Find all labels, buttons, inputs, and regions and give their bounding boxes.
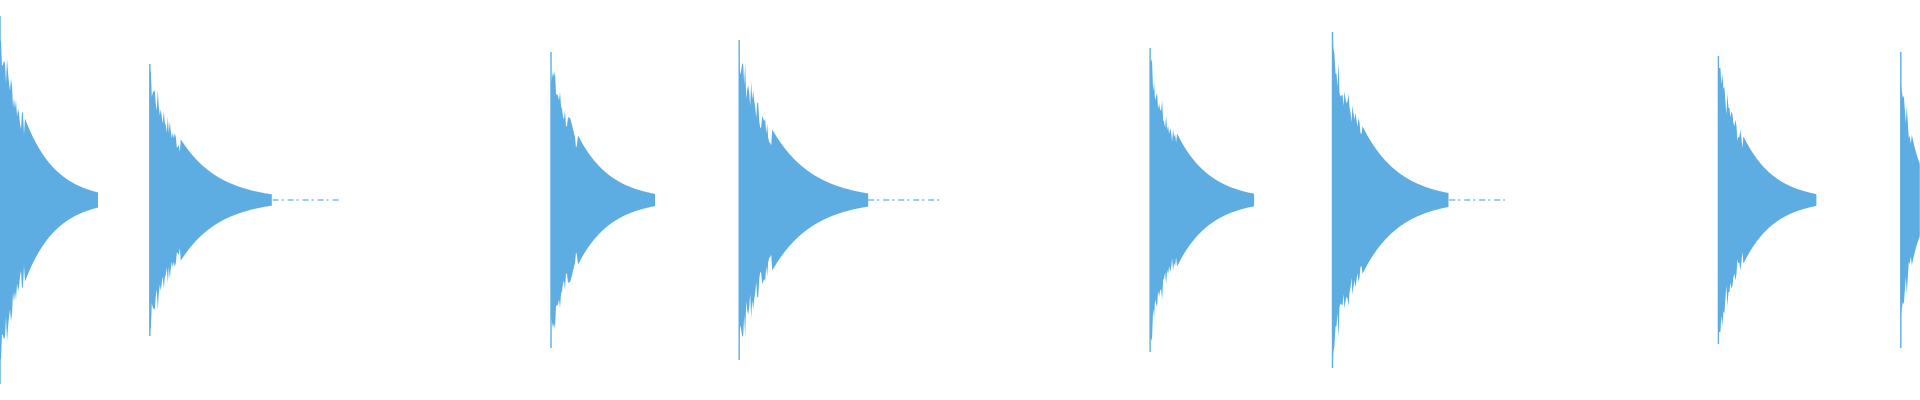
waveform-hit: [1150, 58, 1255, 342]
waveform-hit: [149, 69, 272, 331]
waveform-hit: [1718, 66, 1817, 334]
waveform-hit: [551, 70, 655, 330]
waveform-hit: [1900, 64, 1920, 336]
waveform-hit: [1332, 34, 1449, 366]
waveform-hit: [739, 63, 869, 337]
waveform-hit: [0, 39, 98, 361]
